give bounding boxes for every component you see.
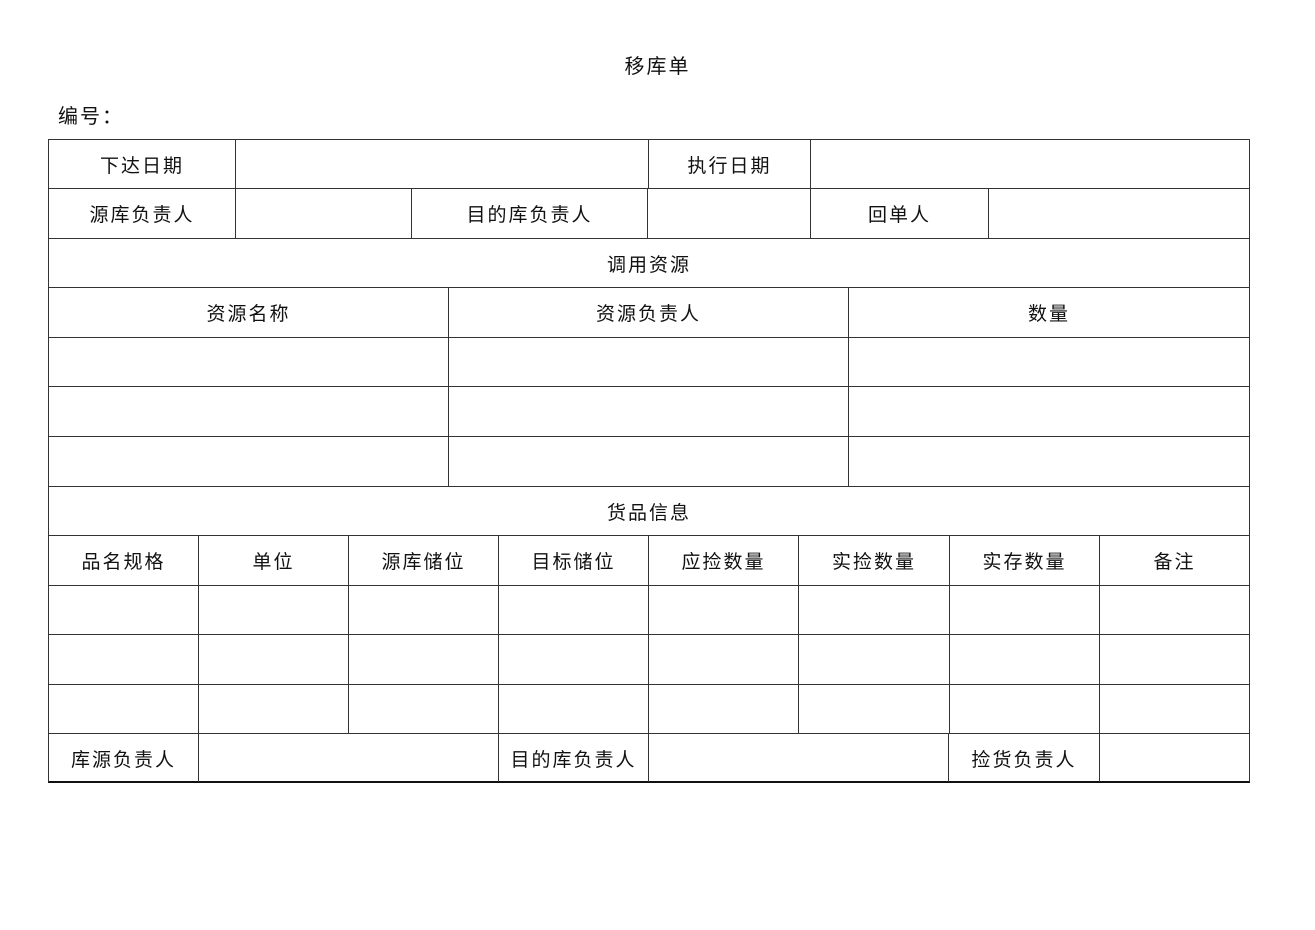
footer-source-manager-field[interactable] — [199, 734, 499, 782]
goods-row-3-name-spec[interactable] — [49, 685, 199, 734]
resource-row-3-name[interactable] — [49, 437, 449, 487]
resource-row-2-manager[interactable] — [449, 387, 849, 437]
goods-col-source-location: 源库储位 — [349, 536, 499, 586]
resource-row-1-quantity[interactable] — [849, 338, 1249, 387]
resource-col-manager: 资源负责人 — [449, 288, 849, 338]
issue-date-label: 下达日期 — [49, 140, 236, 189]
dest-manager-field[interactable] — [648, 189, 811, 239]
goods-row-3-source-location[interactable] — [349, 685, 499, 734]
goods-row-1-actual-pick-qty[interactable] — [799, 586, 950, 635]
goods-col-unit: 单位 — [199, 536, 349, 586]
resource-row-3-manager[interactable] — [449, 437, 849, 487]
goods-col-expected-pick-qty: 应捡数量 — [649, 536, 799, 586]
footer-dest-manager-field[interactable] — [649, 734, 949, 782]
goods-section-title: 货品信息 — [49, 487, 1249, 536]
goods-col-target-location: 目标储位 — [499, 536, 649, 586]
footer-dest-manager-label: 目的库负责人 — [499, 734, 649, 782]
goods-row-3-remarks[interactable] — [1100, 685, 1249, 734]
goods-row-3-unit[interactable] — [199, 685, 349, 734]
resource-row-1-manager[interactable] — [449, 338, 849, 387]
transfer-form-table: 下达日期 执行日期 源库负责人 目的库负责人 回单人 调用资源 资源名称 资源负… — [48, 139, 1250, 783]
resources-section-title: 调用资源 — [49, 239, 1249, 288]
goods-row-2-expected-pick-qty[interactable] — [649, 635, 799, 685]
resource-row-1-name[interactable] — [49, 338, 449, 387]
resource-row-2-quantity[interactable] — [849, 387, 1249, 437]
goods-row-2-name-spec[interactable] — [49, 635, 199, 685]
goods-row-2-target-location[interactable] — [499, 635, 649, 685]
footer-source-manager-label: 库源负责人 — [49, 734, 199, 782]
goods-row-1-name-spec[interactable] — [49, 586, 199, 635]
resource-col-quantity: 数量 — [849, 288, 1249, 338]
return-person-field[interactable] — [989, 189, 1249, 239]
goods-row-2-source-location[interactable] — [349, 635, 499, 685]
goods-row-2-remarks[interactable] — [1100, 635, 1249, 685]
goods-row-2-unit[interactable] — [199, 635, 349, 685]
goods-col-actual-pick-qty: 实捡数量 — [799, 536, 950, 586]
source-manager-field[interactable] — [236, 189, 412, 239]
goods-col-remarks: 备注 — [1100, 536, 1249, 586]
document-number-label: 编号： — [58, 104, 124, 128]
goods-row-1-unit[interactable] — [199, 586, 349, 635]
goods-row-3-actual-stock-qty[interactable] — [950, 685, 1100, 734]
dest-manager-label: 目的库负责人 — [412, 189, 648, 239]
exec-date-field[interactable] — [811, 140, 1249, 189]
resource-row-2-name[interactable] — [49, 387, 449, 437]
goods-row-3-target-location[interactable] — [499, 685, 649, 734]
goods-row-1-expected-pick-qty[interactable] — [649, 586, 799, 635]
goods-col-name-spec: 品名规格 — [49, 536, 199, 586]
goods-row-2-actual-pick-qty[interactable] — [799, 635, 950, 685]
issue-date-field[interactable] — [236, 140, 649, 189]
goods-row-1-remarks[interactable] — [1100, 586, 1249, 635]
goods-row-2-actual-stock-qty[interactable] — [950, 635, 1100, 685]
goods-row-1-source-location[interactable] — [349, 586, 499, 635]
goods-row-3-actual-pick-qty[interactable] — [799, 685, 950, 734]
exec-date-label: 执行日期 — [649, 140, 811, 189]
return-person-label: 回单人 — [811, 189, 989, 239]
goods-row-3-expected-pick-qty[interactable] — [649, 685, 799, 734]
goods-row-1-actual-stock-qty[interactable] — [950, 586, 1100, 635]
footer-picker-manager-field[interactable] — [1100, 734, 1249, 782]
resource-col-name: 资源名称 — [49, 288, 449, 338]
source-manager-label: 源库负责人 — [49, 189, 236, 239]
footer-picker-manager-label: 捡货负责人 — [949, 734, 1100, 782]
document-title: 移库单 — [624, 54, 691, 78]
goods-row-1-target-location[interactable] — [499, 586, 649, 635]
goods-col-actual-stock-qty: 实存数量 — [950, 536, 1100, 586]
resource-row-3-quantity[interactable] — [849, 437, 1249, 487]
